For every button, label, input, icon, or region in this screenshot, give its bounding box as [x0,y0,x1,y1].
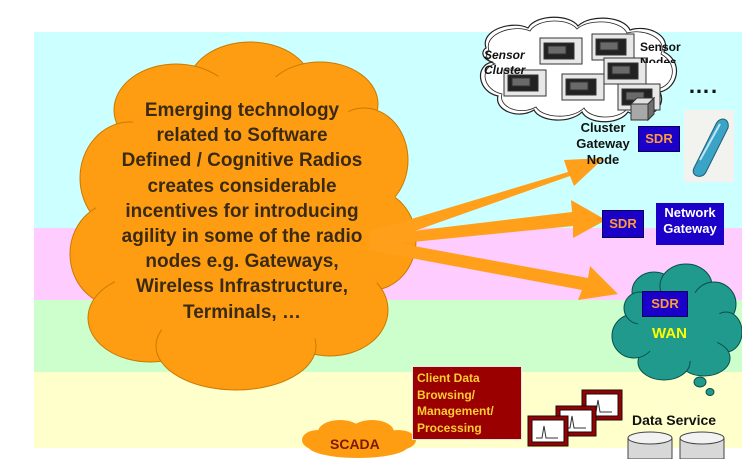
cloud-line: Emerging technology [144,100,340,121]
sensor-node-icon [591,33,635,61]
sensor-node-icon [539,37,583,65]
cloud-line: agility in some of the radio [121,226,363,248]
cloud-line: Defined / Cognitive Radios [121,150,363,172]
sensor-nodes-label: Sensor Nodes [640,40,681,63]
gateway-box-icon [629,96,656,122]
sdr-wan: SDR [642,291,688,317]
sensor-node-icon [603,57,647,85]
client-data-label: Client Data Browsing/ Management/ Proces… [412,366,522,440]
cloud-line: Terminals, … [183,301,301,323]
arrows [368,158,618,300]
sensor-node-icon [503,69,547,97]
idea-cloud [69,41,417,391]
handheld-terminal-icon [684,110,734,182]
sdr-cluster-gateway: SDR [638,126,680,152]
arrow-to-wan [368,238,618,300]
cloud-text: Emerging technology related to Software … [108,98,376,325]
arrow-to-network-gateway [372,200,606,246]
sensor-nodes [503,33,661,111]
database-icon [627,431,725,459]
cloud-line: incentives for introducing [125,200,359,222]
monitor-icon [527,415,569,447]
cloud-line: Wireless Infrastructure, [135,276,349,298]
sensor-node-icon [561,73,605,101]
ellipsis: …. [688,73,719,98]
scada-label: SCADA [330,436,380,452]
cluster-gateway-label: Cluster Gateway Node [576,120,630,167]
wan-label: WAN [652,325,687,342]
data-service-label: Data Service [632,412,717,428]
scada-cloud [302,420,416,458]
cloud-line: nodes e.g. Gateways, [145,251,339,273]
network-gateway-label: Network Gateway [656,203,724,245]
cloud-line: creates considerable [147,175,337,197]
arrow-to-cluster-gateway [368,158,604,246]
monitors [527,389,623,447]
sensor-cluster-label: Sensor Cluster [484,48,526,77]
cloud-line: related to Software [156,125,328,147]
sdr-network-gateway: SDR [602,210,644,238]
